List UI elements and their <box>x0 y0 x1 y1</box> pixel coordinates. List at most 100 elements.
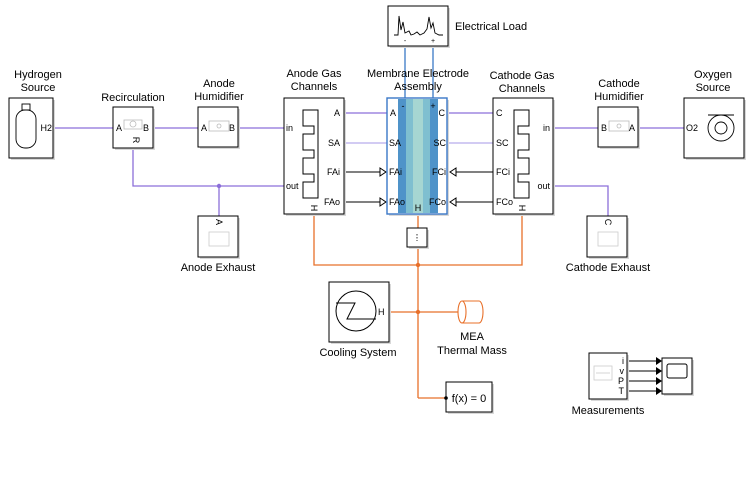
cathode-humidifier-label-2: Humidifier <box>594 91 644 103</box>
hydrogen-source-block[interactable]: Hydrogen Source H2 <box>8 69 62 160</box>
port-c: C <box>439 108 446 118</box>
serpentine-channel-icon <box>302 109 319 199</box>
port-negative: - <box>404 38 407 45</box>
cooling-system-label: Cooling System <box>319 347 396 359</box>
scope-block[interactable] <box>661 357 694 396</box>
cathode-exhaust-block[interactable]: C Cathode Exhaust <box>566 215 650 274</box>
hydrogen-source-label-2: Source <box>21 82 56 94</box>
mea-thermal-mass-label-2: Thermal Mass <box>437 345 507 357</box>
port-a: A <box>629 123 635 133</box>
mea-block[interactable]: Membrane Electrode Assembly - + A C SA S… <box>367 68 469 216</box>
port-positive: + <box>431 38 435 45</box>
port-a: A <box>214 219 224 225</box>
port-a: A <box>334 108 340 118</box>
port-c: C <box>496 108 503 118</box>
port-a: A <box>201 123 207 133</box>
compressor-icon <box>123 119 143 130</box>
port-fci: FCi <box>432 167 446 177</box>
port-r: R <box>131 137 141 144</box>
port-o2: O2 <box>686 123 698 133</box>
cathode-humidifier-label-1: Cathode <box>598 78 640 90</box>
port-fci: FCi <box>496 167 510 177</box>
junction-dot <box>415 262 421 268</box>
port-b: B <box>229 123 235 133</box>
membrane-icon <box>398 99 438 213</box>
hydrogen-source-label-1: Hydrogen <box>14 69 62 81</box>
port-fai: FAi <box>327 167 340 177</box>
port-fai: FAi <box>389 167 402 177</box>
serpentine-channel-icon <box>513 109 530 199</box>
anode-gas-channels-label-2: Channels <box>291 81 338 93</box>
recirculation-block[interactable]: Recirculation A B R <box>101 92 165 150</box>
humidifier-icon <box>608 120 630 132</box>
junction-dot <box>415 309 421 315</box>
port-in: in <box>286 123 293 133</box>
port-sa: SA <box>328 138 340 148</box>
anode-humidifier-label-2: Humidifier <box>194 91 244 103</box>
oxygen-source-label-2: Source <box>696 82 731 94</box>
electrical-load-block[interactable]: - + Electrical Load <box>387 5 527 48</box>
port-sc: SC <box>433 138 446 148</box>
mea-thermal-mass-block[interactable]: MEA Thermal Mass <box>437 300 507 357</box>
anode-exhaust-label: Anode Exhaust <box>181 262 256 274</box>
exhaust-icon <box>208 231 230 247</box>
port-h: H <box>378 307 385 317</box>
cathode-gas-channels-label-2: Channels <box>499 83 546 95</box>
load-profile-icon <box>394 15 443 36</box>
anode-gas-channels-label-1: Anode Gas <box>286 68 342 80</box>
port-v: v <box>620 366 625 376</box>
port-c: C <box>603 219 613 226</box>
anode-gas-channels-block[interactable]: Anode Gas Channels A SA FAi FAo in out H <box>283 68 346 216</box>
anode-humidifier-block[interactable]: Anode Humidifier A B <box>194 78 244 149</box>
port-h: H <box>415 203 422 213</box>
heat-exchanger-icon <box>335 290 377 332</box>
arrow-fco <box>449 197 457 207</box>
wire-recirc-return[interactable] <box>132 150 284 187</box>
cathode-gas-channels-label-1: Cathode Gas <box>490 70 555 82</box>
port-fao: FAo <box>389 197 405 207</box>
mea-label-2: Assembly <box>394 81 442 93</box>
port-p: P <box>618 376 624 386</box>
gas-tank-icon <box>15 103 37 149</box>
electrical-load-label: Electrical Load <box>455 21 527 33</box>
port-h: H <box>517 205 527 212</box>
port-fco: FCo <box>429 197 446 207</box>
gas-connections <box>53 112 684 216</box>
junction-dot <box>216 183 222 189</box>
humidifier-icon <box>208 120 230 132</box>
solver-configuration-block[interactable]: f(x) = 0 <box>444 381 494 414</box>
recirculation-label: Recirculation <box>101 92 165 104</box>
port-positive: + <box>430 101 435 111</box>
port-out: out <box>286 181 299 191</box>
port-b: B <box>143 123 149 133</box>
cathode-exhaust-label: Cathode Exhaust <box>566 262 650 274</box>
port-out: out <box>537 181 550 191</box>
cathode-gas-channels-block[interactable]: Cathode Gas Channels C SC FCi FCo in out… <box>490 70 555 216</box>
port-fao: FAo <box>324 197 340 207</box>
port-h2: H2 <box>40 123 52 133</box>
wire-cathode-exhaust[interactable] <box>554 185 609 216</box>
anode-exhaust-block[interactable]: A Anode Exhaust <box>181 215 256 274</box>
port-a: A <box>390 108 396 118</box>
arrow-fao <box>379 197 387 207</box>
port-sa: SA <box>389 138 401 148</box>
arrow-fai <box>379 167 387 177</box>
thermal-mass-icon <box>457 300 484 324</box>
port-negative: - <box>402 101 405 111</box>
compressor-icon <box>707 114 735 142</box>
anode-humidifier-label-1: Anode <box>203 78 235 90</box>
measurements-block[interactable]: i v P T Measurements <box>572 352 645 417</box>
port-b: B <box>601 123 607 133</box>
oxygen-source-block[interactable]: Oxygen Source O2 <box>683 69 746 160</box>
mea-heat-port-block[interactable] <box>406 227 429 249</box>
measurements-label: Measurements <box>572 405 645 417</box>
mea-thermal-mass-label-1: MEA <box>460 331 485 343</box>
mea-label-1: Membrane Electrode <box>367 68 469 80</box>
port-in: in <box>543 123 550 133</box>
scope-icon <box>666 363 688 379</box>
port-fco: FCo <box>496 197 513 207</box>
cathode-humidifier-block[interactable]: Cathode Humidifier B A <box>594 78 644 149</box>
cooling-system-block[interactable]: H Cooling System <box>319 281 397 359</box>
exhaust-icon <box>597 231 619 247</box>
